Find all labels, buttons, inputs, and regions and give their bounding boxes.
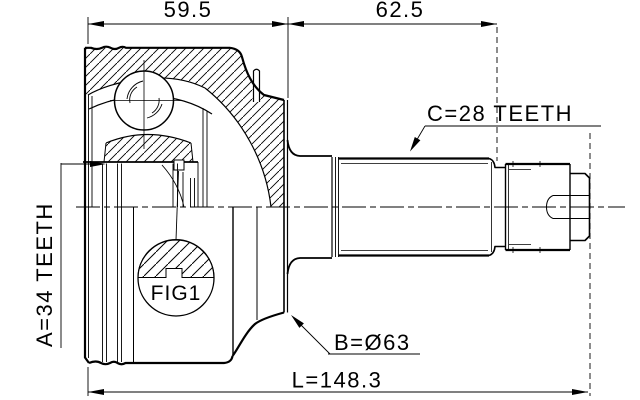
dim-59-5-label: 59.5: [164, 0, 213, 22]
detail-circle: FIG1: [137, 170, 215, 317]
callout-outer-diameter: B=Ø63: [291, 315, 420, 355]
spline-a-label: A=34 TEETH: [32, 202, 57, 347]
callout-hub-spline: A=34 TEETH: [32, 161, 106, 348]
dimension-overall-length: L=148.3: [87, 133, 591, 396]
diameter-b-label: B=Ø63: [334, 330, 411, 355]
dimension-top-right: 62.5: [288, 0, 498, 161]
bell-housing-section: [83, 45, 289, 366]
hub-splines: [83, 95, 258, 363]
fig1-label: FIG1: [151, 282, 202, 305]
bearing-ball: [110, 60, 181, 149]
dim-62-5-label: 62.5: [376, 0, 425, 22]
callout-shaft-spline: C=28 TEETH: [410, 101, 601, 152]
dimension-top-left: 59.5: [87, 0, 289, 98]
spline-c-label: C=28 TEETH: [427, 101, 573, 126]
dim-length-label: L=148.3: [292, 368, 383, 393]
